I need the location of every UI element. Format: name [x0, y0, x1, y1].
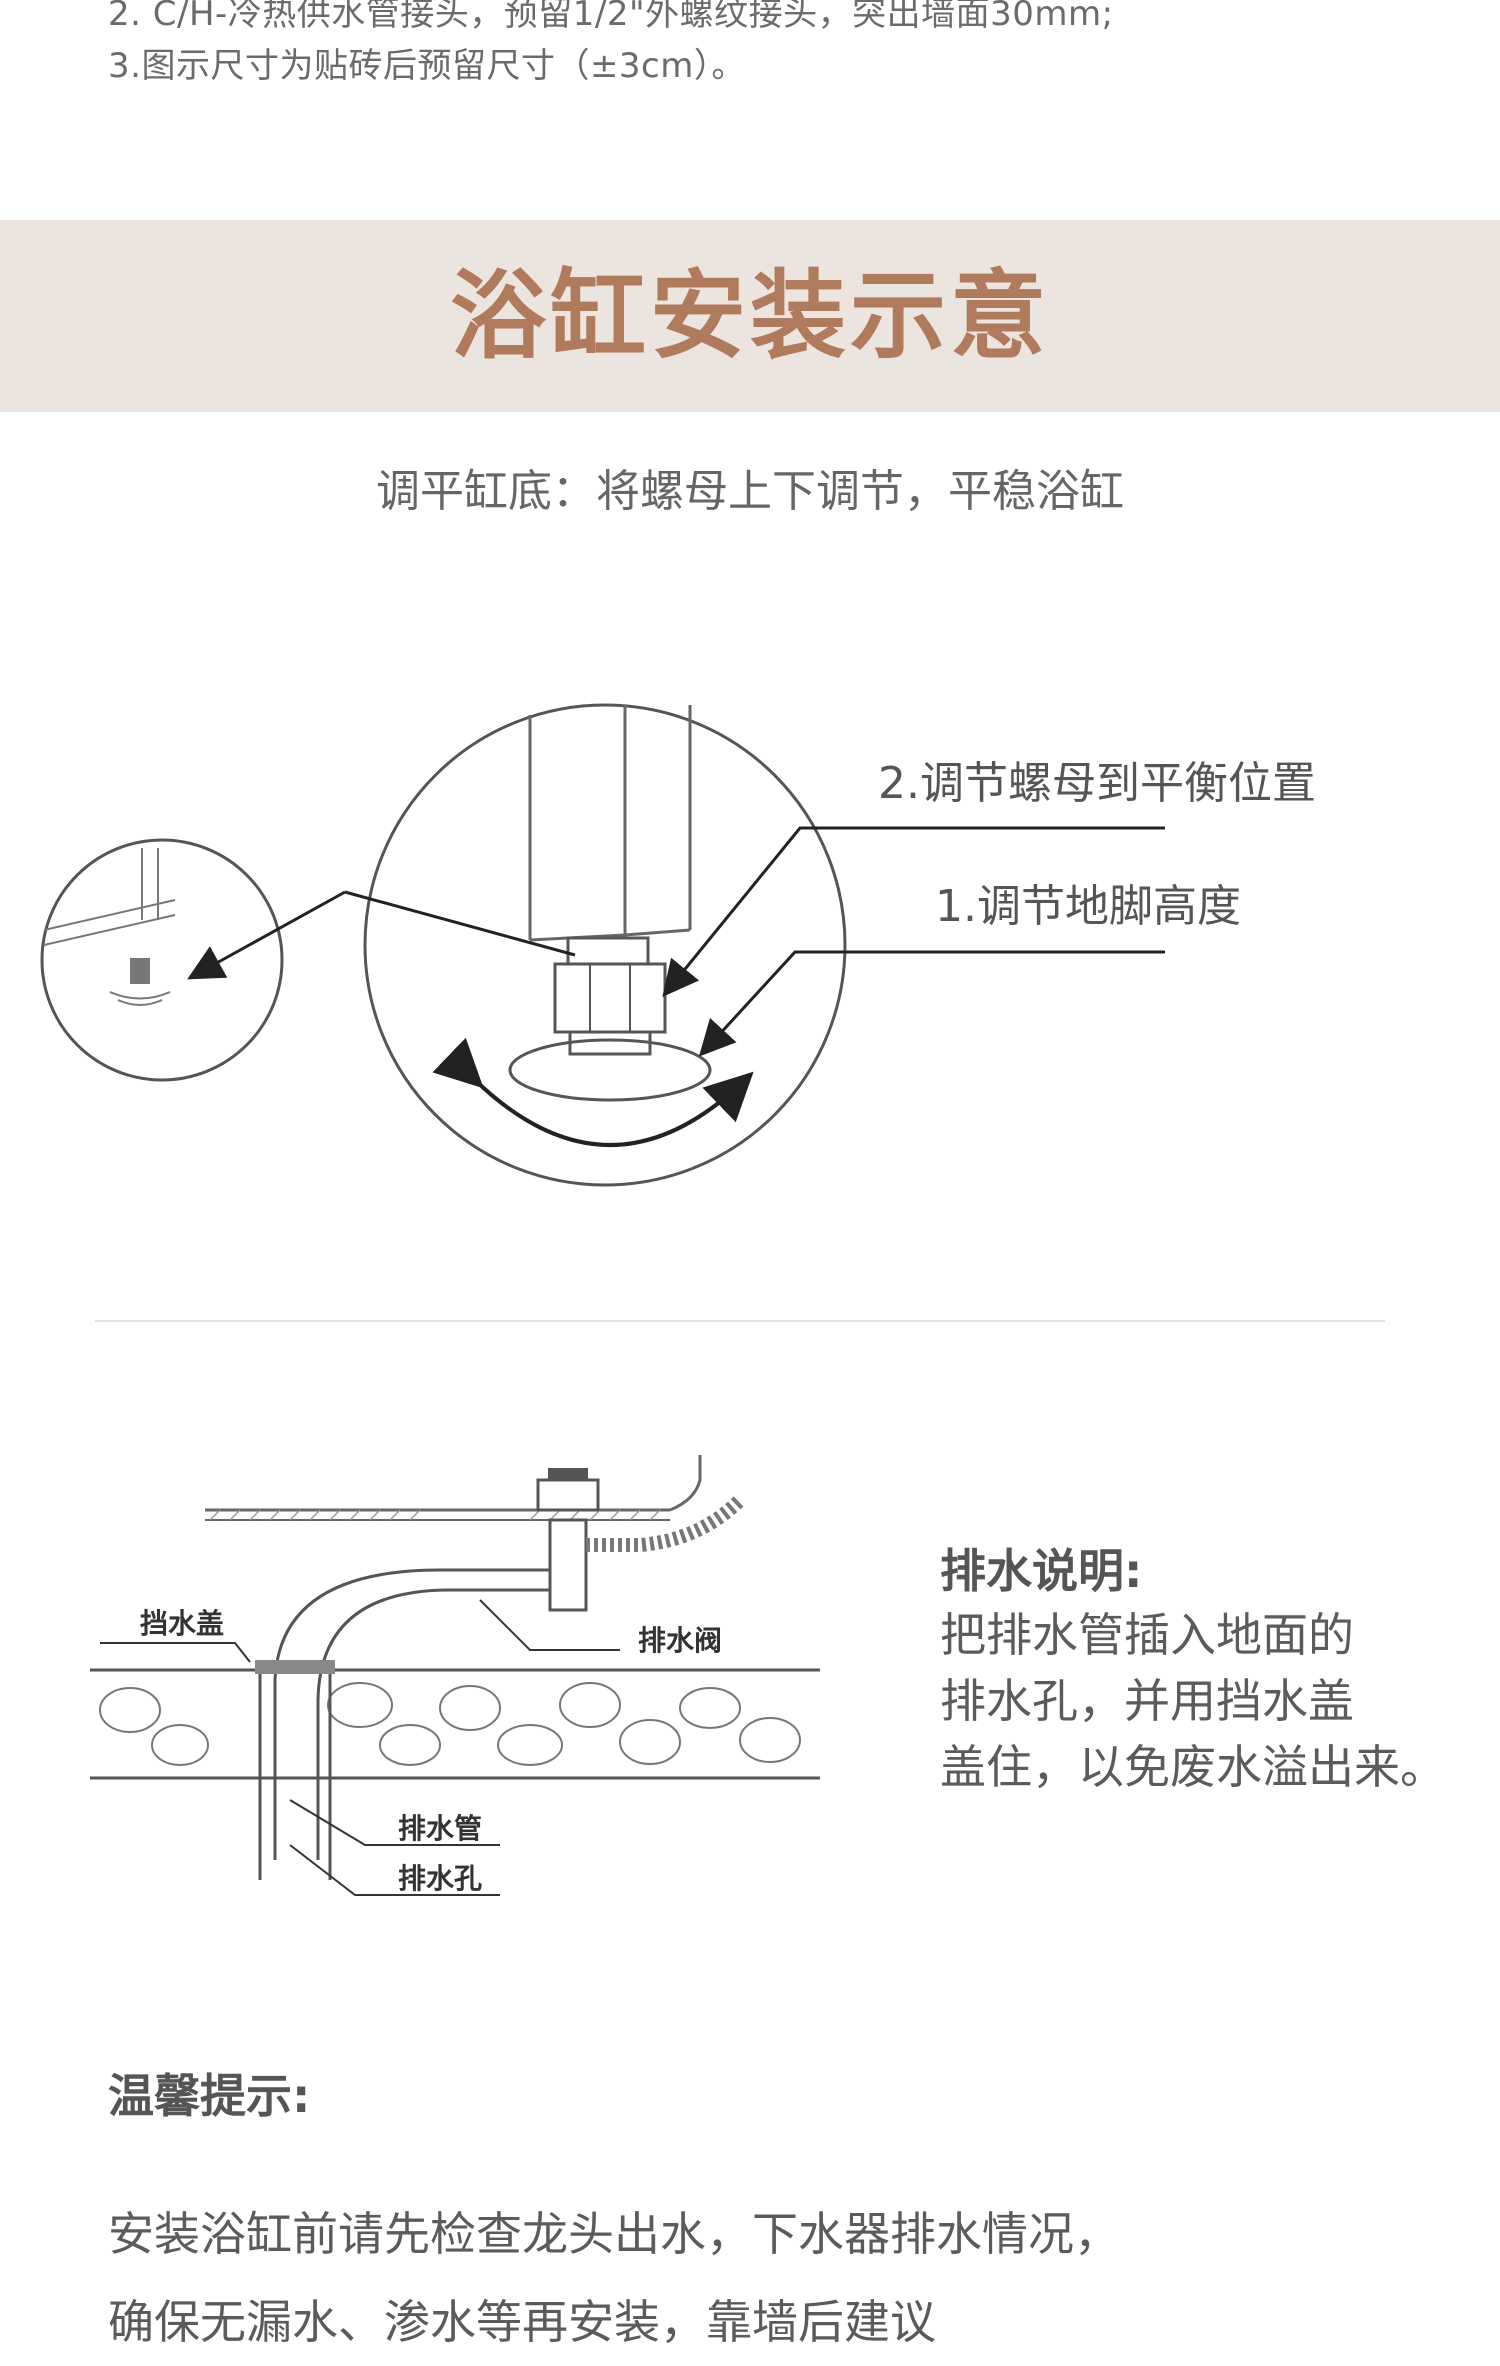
section-subtitle: 调平缸底：将螺母上下调节，平稳浴缸 — [376, 466, 1124, 517]
tips-line: 确保无漏水、渗水等再安装，靠墙后建议 — [108, 2295, 936, 2349]
note-line-2: 2. C/H-冷热供水管接头，预留1/2"外螺纹接头，突出墙面30mm; — [108, 0, 1114, 34]
small-detail-circle — [40, 838, 284, 1082]
drain-info-body: 把排水管插入地面的 排水孔，并用挡水盖 盖住，以免废水溢出来。 — [940, 1602, 1480, 1800]
drain-info-line: 排水孔，并用挡水盖 — [940, 1674, 1354, 1728]
tips-line: 安装浴缸前请先检查龙头出水，下水器排水情况， — [108, 2207, 1120, 2261]
callout-adjust-nut: 2.调节螺母到平衡位置 — [878, 758, 1316, 809]
drain-info-heading: 排水说明: — [940, 1544, 1143, 1598]
section-divider — [95, 1320, 1385, 1322]
label-water-cover: 挡水盖 — [140, 1607, 224, 1640]
tips-body: 安装浴缸前请先检查龙头出水，下水器排水情况， 确保无漏水、渗水等再安装，靠墙后建… — [108, 2190, 1120, 2366]
leveling-diagram — [40, 703, 1165, 1187]
drain-info-line: 把排水管插入地面的 — [940, 1608, 1354, 1662]
drain-info-line: 盖住，以免废水溢出来。 — [940, 1740, 1446, 1794]
tips-heading: 温馨提示: — [108, 2069, 311, 2123]
note-line-3: 3.图示尺寸为贴砖后预留尺寸（±3cm）。 — [108, 46, 746, 86]
label-drain-hole: 排水孔 — [398, 1862, 482, 1895]
callout-adjust-foot: 1.调节地脚高度 — [935, 881, 1241, 932]
section-band — [0, 220, 1500, 412]
label-drain-pipe: 排水管 — [398, 1812, 482, 1845]
label-drain-valve: 排水阀 — [638, 1624, 722, 1657]
big-detail-circle — [363, 703, 847, 1187]
section-title: 浴缸安装示意 — [450, 260, 1050, 372]
drain-diagram: 挡水盖 排水阀 排水管 排水孔 — [90, 1455, 820, 1896]
